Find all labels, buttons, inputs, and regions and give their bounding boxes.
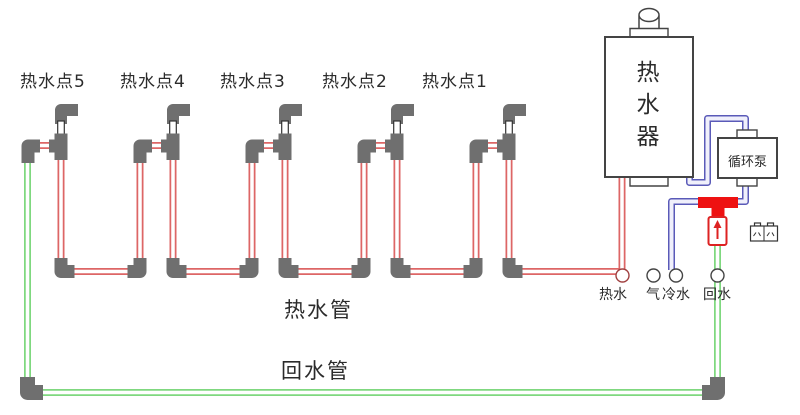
heater-bottom-collar bbox=[629, 177, 669, 187]
pipe-elbow bbox=[702, 377, 725, 400]
tap-point-label: 热水点2 bbox=[322, 72, 388, 92]
pipe-elbow bbox=[128, 258, 141, 272]
tap-point-label: 热水点1 bbox=[422, 72, 488, 92]
pump-top-collar bbox=[736, 129, 758, 139]
tap-point-fittings bbox=[364, 110, 414, 272]
pump-body bbox=[717, 137, 778, 179]
tap-point-fittings bbox=[28, 110, 78, 272]
pump-bottom-collar bbox=[736, 177, 758, 187]
cold-water-pipe bbox=[672, 202, 701, 271]
tap-point-fittings bbox=[140, 110, 190, 272]
tap-point-fittings bbox=[476, 110, 526, 272]
red-tee-fitting-icon bbox=[698, 197, 738, 219]
heater-body bbox=[604, 36, 694, 178]
flue-cap-icon bbox=[638, 7, 660, 28]
pipe-elbow bbox=[240, 258, 253, 272]
port-label-cold: 冷水 bbox=[662, 287, 690, 303]
port-label-return: 回水 bbox=[703, 287, 731, 303]
heater-top-collar bbox=[629, 27, 669, 38]
return-pipe-label: 回水管 bbox=[281, 359, 350, 383]
hot-pipe-label: 热水管 bbox=[284, 298, 353, 322]
check-valve-icon bbox=[707, 216, 728, 246]
tap-point-fittings bbox=[252, 110, 302, 272]
water-heater bbox=[604, 7, 694, 187]
circulation-pump bbox=[717, 129, 778, 187]
power-outlet-icon bbox=[749, 222, 779, 242]
return-water-port-circle bbox=[710, 268, 725, 283]
hot-water-pipe bbox=[28, 146, 623, 272]
gas-port-circle bbox=[646, 268, 661, 283]
port-label-gas: 气 bbox=[646, 287, 660, 303]
tap-point-label: 热水点5 bbox=[20, 72, 86, 92]
cold-water-port-circle bbox=[668, 268, 684, 283]
pipe-elbow bbox=[352, 258, 365, 272]
pipe-elbow bbox=[464, 258, 477, 272]
pump-label: 循环泵 bbox=[727, 155, 767, 170]
port-label-hot: 热水 bbox=[599, 287, 627, 303]
heater-label: 热水器 bbox=[636, 60, 660, 150]
hot-water-port-circle bbox=[615, 268, 630, 283]
tap-point-label: 热水点3 bbox=[220, 72, 286, 92]
pipe-elbow bbox=[20, 377, 43, 400]
tap-point-label: 热水点4 bbox=[120, 72, 186, 92]
up-arrow-icon bbox=[713, 220, 722, 228]
